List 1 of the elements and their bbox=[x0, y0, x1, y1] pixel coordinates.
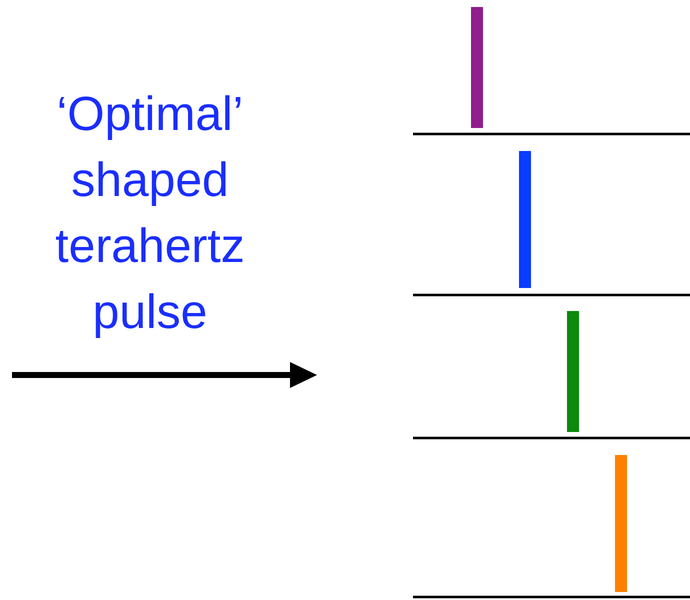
pulse-caption: ‘Optimal’ shaped terahertz pulse bbox=[54, 87, 246, 341]
